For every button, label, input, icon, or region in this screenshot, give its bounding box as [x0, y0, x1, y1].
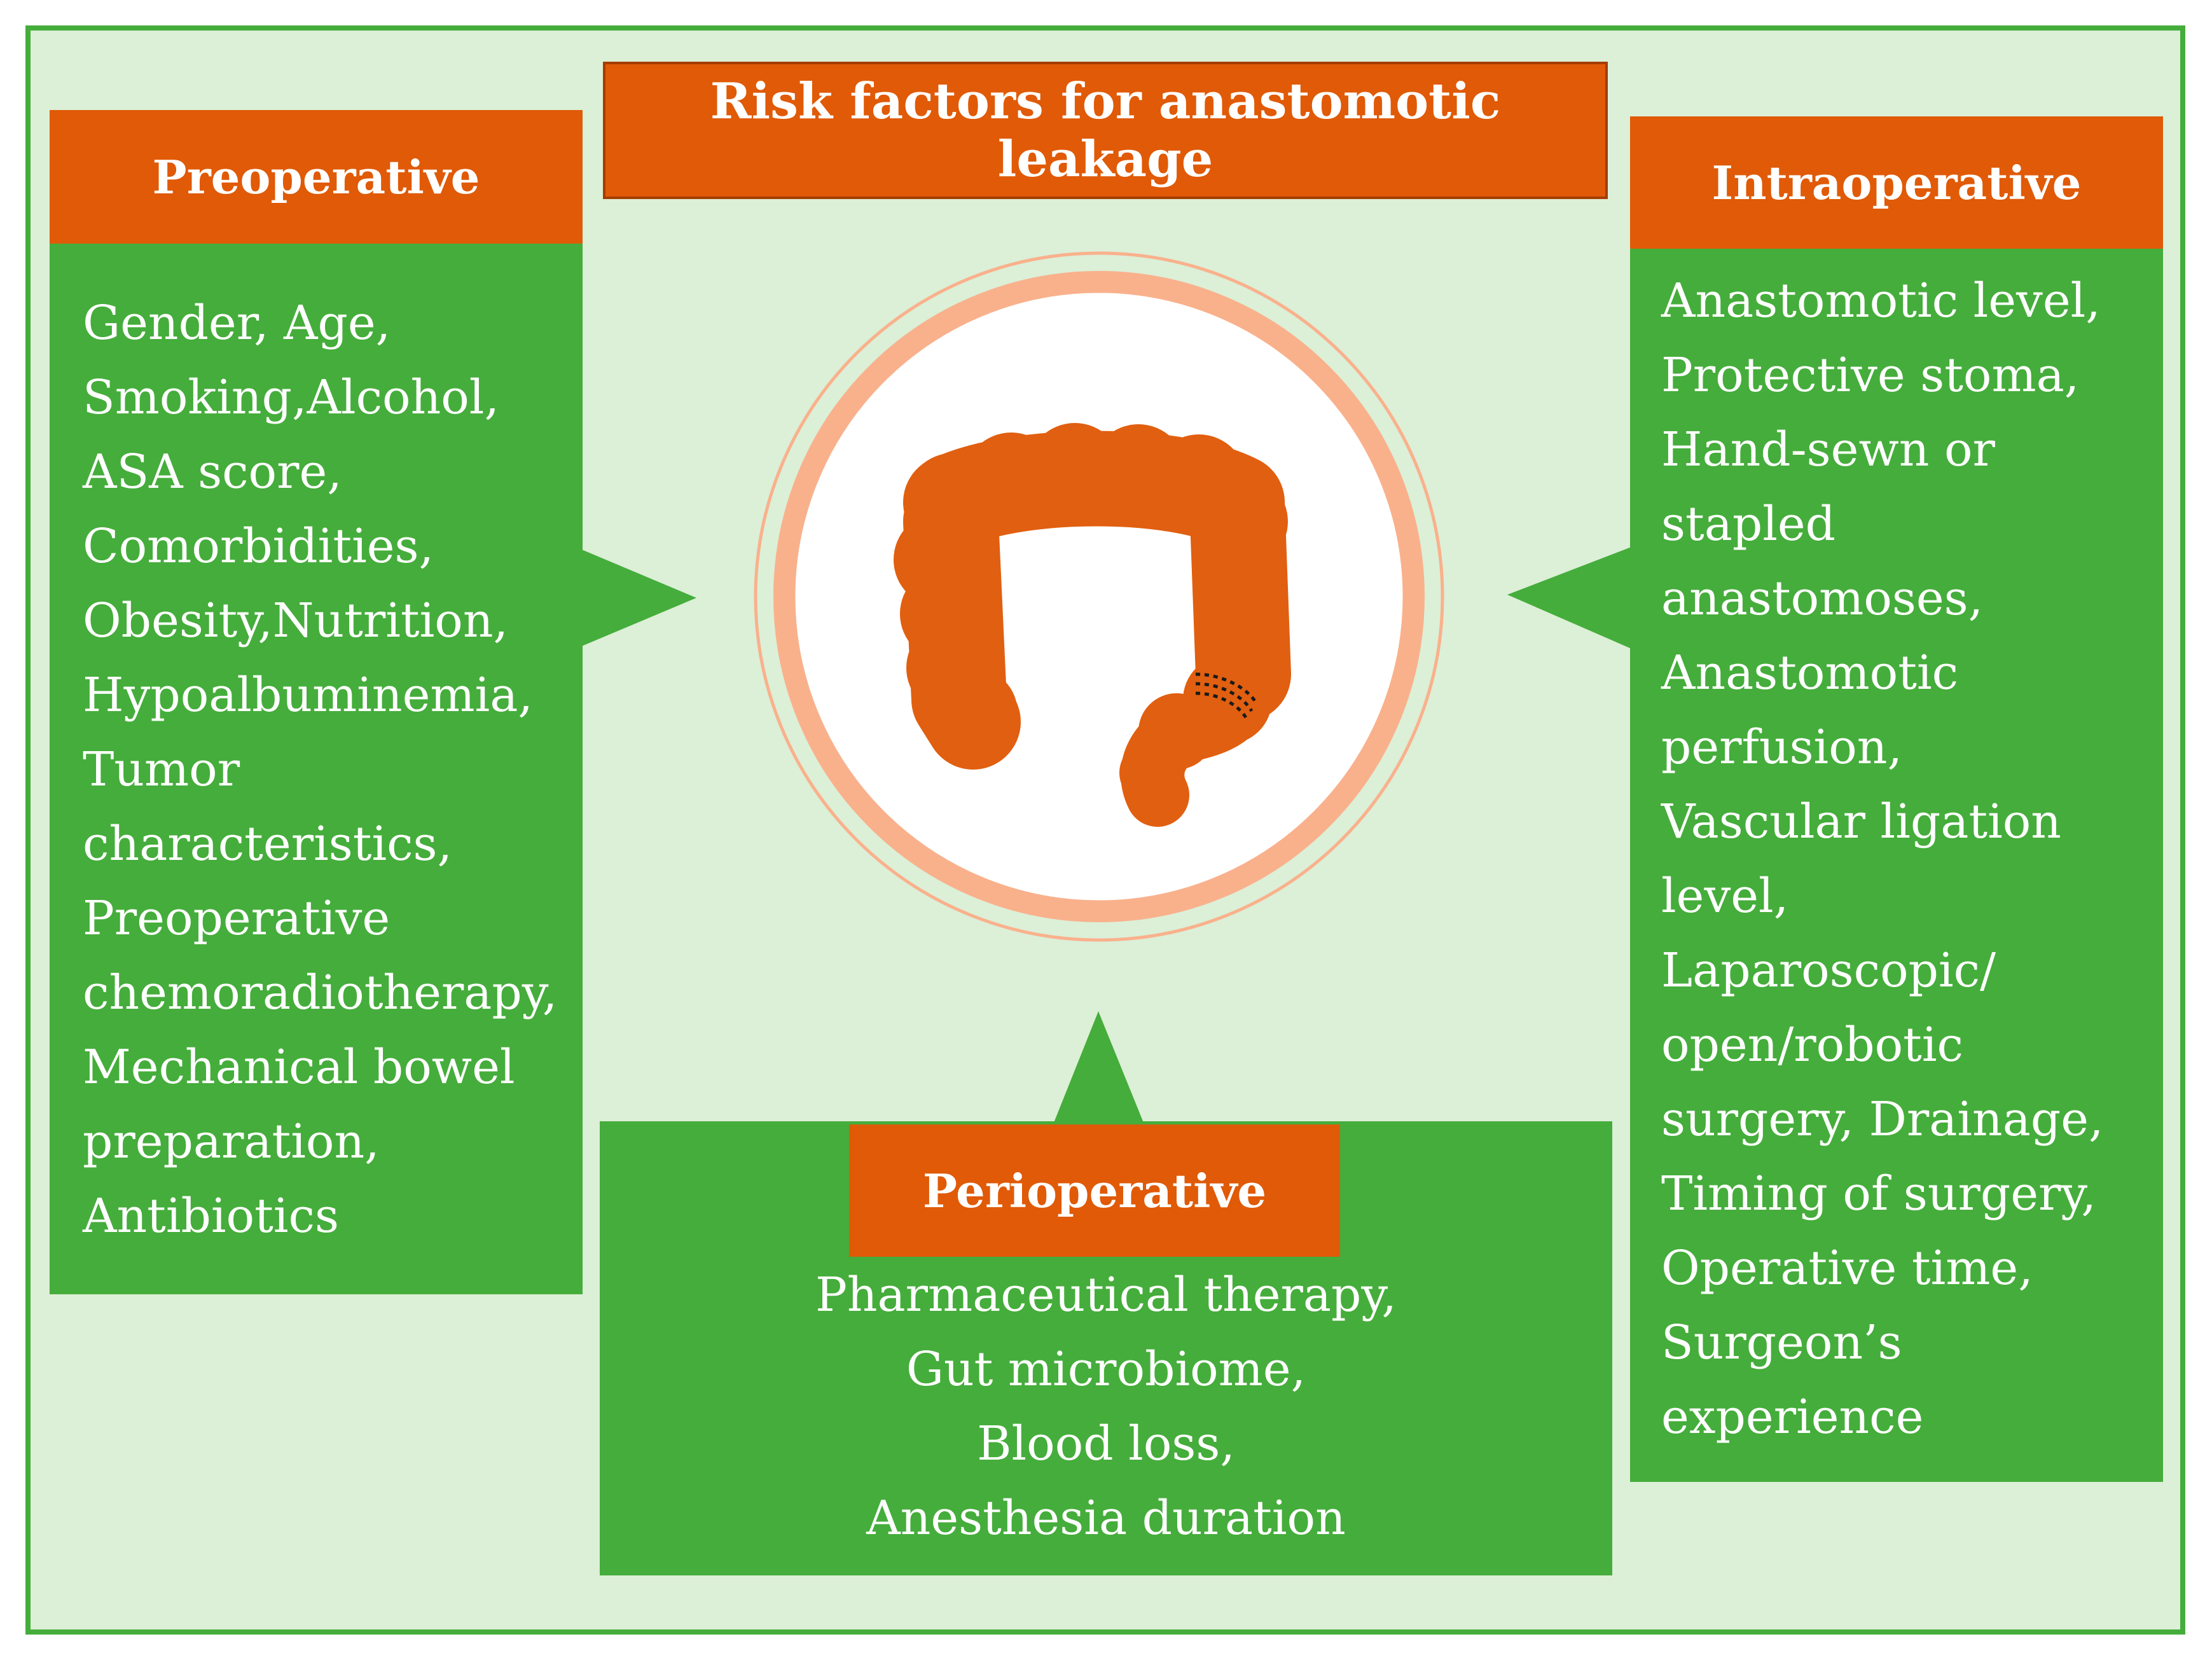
list-item: Tumor: [83, 742, 240, 797]
list-item: characteristics,: [83, 817, 453, 871]
list-item: Hand-sewn or: [1661, 422, 1995, 477]
arrow-left-connector: [576, 547, 696, 649]
list-item: Comorbidities,: [83, 519, 434, 574]
list-item: Antibiotics: [83, 1189, 339, 1243]
intraoperative-heading: Intraoperative: [1630, 116, 2163, 249]
list-item: Pharmaceutical therapy,: [815, 1268, 1397, 1322]
perioperative-heading: Perioperative: [849, 1124, 1340, 1257]
preoperative-heading: Preoperative: [50, 110, 583, 244]
list-item: ASA score,: [83, 445, 342, 499]
perioperative-list: Pharmaceutical therapy, Gut microbiome, …: [600, 1258, 1612, 1556]
intraoperative-panel: [1630, 116, 2163, 1482]
list-item: stapled: [1661, 497, 1836, 551]
list-item: Anesthesia duration: [866, 1491, 1346, 1546]
list-item: Surgeon’s: [1661, 1315, 1902, 1370]
list-item: Obesity,Nutrition,: [83, 593, 509, 648]
preoperative-panel: [50, 110, 583, 1294]
middle-ring: [773, 271, 1425, 922]
list-item: Mechanical bowel: [83, 1040, 515, 1095]
outer-ring: [754, 251, 1444, 942]
list-item: Hypoalbuminemia,: [83, 668, 533, 723]
list-item: Anastomotic level,: [1661, 273, 2101, 328]
list-item: Vascular ligation: [1661, 794, 2061, 849]
list-item: perfusion,: [1661, 720, 1902, 775]
list-item: Timing of surgery,: [1661, 1166, 2096, 1221]
diagram-title: Risk factors for anastomotic leakage: [603, 62, 1608, 199]
list-item: open/robotic: [1661, 1018, 1964, 1072]
colon-icon: [894, 423, 1291, 827]
arrow-right-connector: [1507, 547, 1631, 649]
inner-disc: [792, 289, 1406, 904]
list-item: Gut microbiome,: [906, 1342, 1306, 1397]
list-item: experience: [1661, 1390, 1924, 1444]
list-item: Laparoscopic/: [1661, 943, 1996, 998]
list-item: Smoking,Alcohol,: [83, 370, 499, 425]
list-item: anastomoses,: [1661, 571, 1984, 626]
list-item: preparation,: [83, 1114, 380, 1169]
list-item: chemoradiotherapy,: [83, 965, 558, 1020]
list-item: Blood loss,: [977, 1416, 1235, 1471]
list-item: Anastomotic: [1661, 646, 1959, 700]
preoperative-list: Gender, Age, Smoking,Alcohol, ASA score,…: [83, 286, 557, 1254]
list-item: Protective stoma,: [1661, 348, 2080, 403]
arrow-bottom-connector: [1053, 1011, 1145, 1126]
list-item: Operative time,: [1661, 1241, 2033, 1296]
list-item: Gender, Age,: [83, 296, 391, 350]
list-item: level,: [1661, 869, 1789, 923]
intraoperative-list: Anastomotic level, Protective stoma, Han…: [1661, 264, 2104, 1455]
list-item: Preoperative: [83, 891, 391, 946]
list-item: surgery, Drainage,: [1661, 1092, 2104, 1147]
